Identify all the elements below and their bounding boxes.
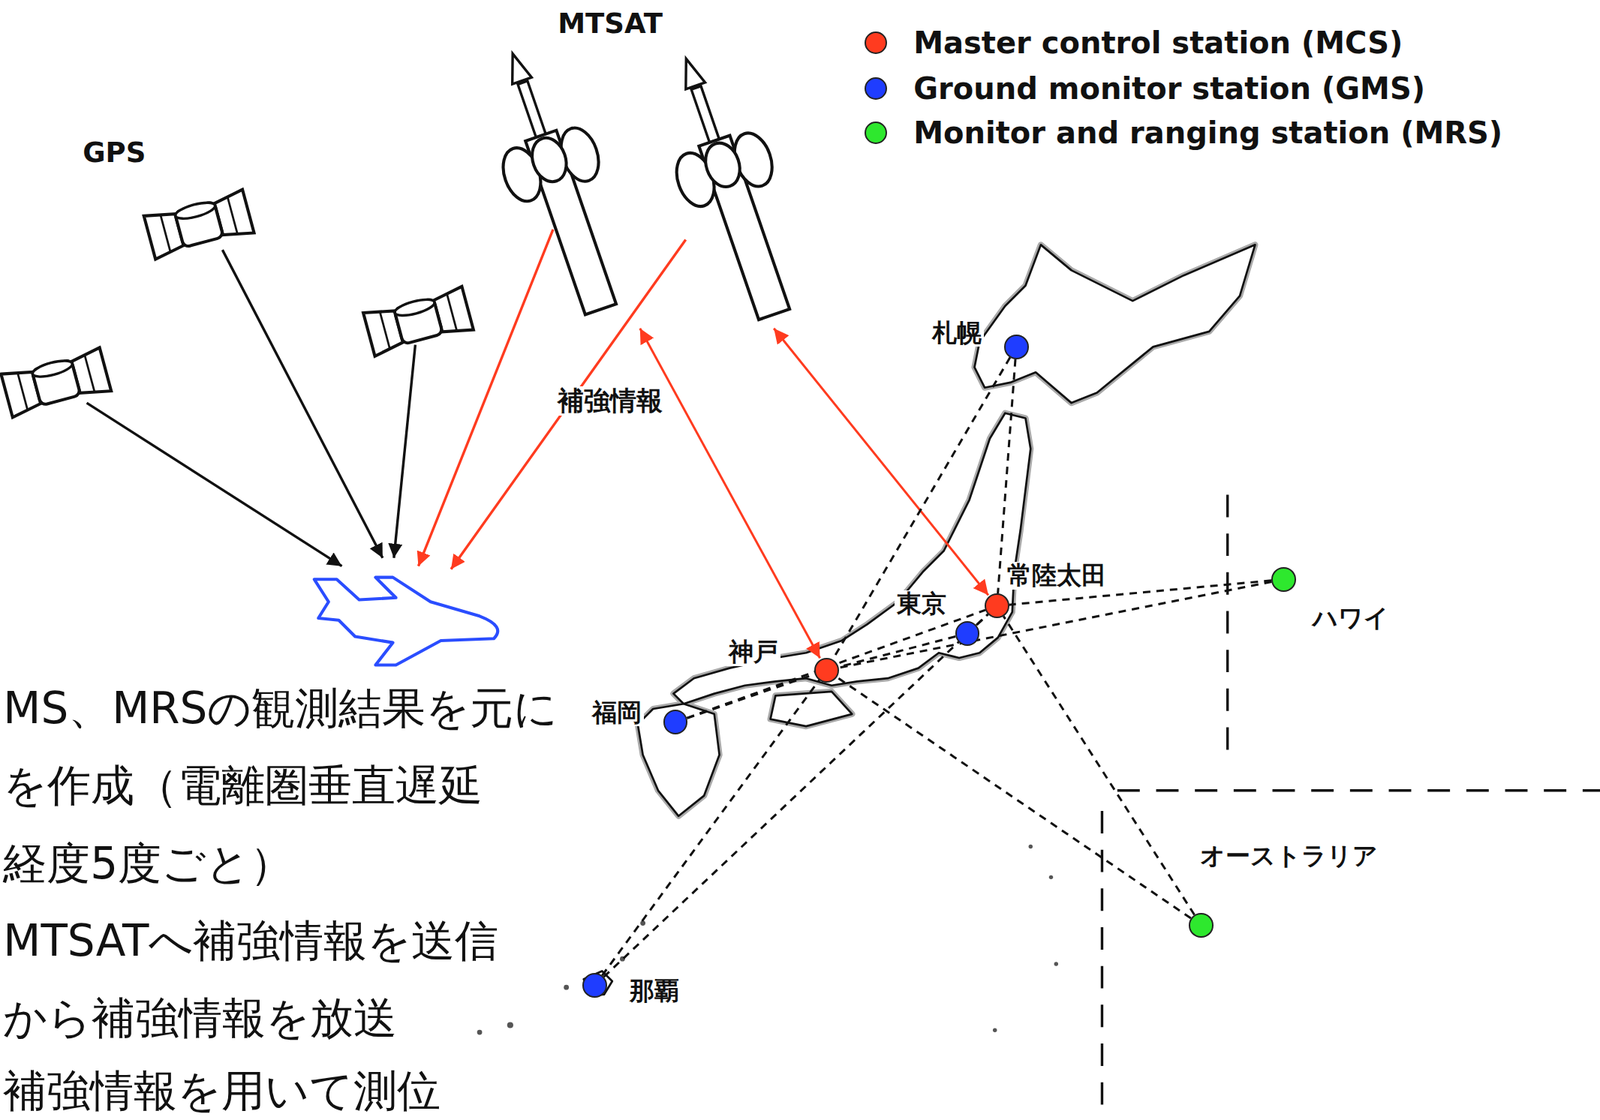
divider-line xyxy=(1226,494,1229,764)
legend-swatch xyxy=(864,121,888,145)
japan-map xyxy=(477,244,1256,1035)
island xyxy=(477,1030,483,1036)
process-note: MS、MRSの観測結果を元に xyxy=(0,685,560,734)
ground-monitor-station: 札幌 xyxy=(1004,334,1029,360)
honshu xyxy=(673,413,1031,705)
island xyxy=(1049,875,1053,880)
mtsat-signal xyxy=(451,240,686,570)
honshu-shadow xyxy=(673,413,1031,705)
island xyxy=(563,985,569,991)
station-label: 東京 xyxy=(894,590,949,618)
legend-swatch xyxy=(864,31,888,55)
legend-text: Master control station (MCS) xyxy=(911,26,1405,60)
master-control-station: 神戸 xyxy=(814,658,840,683)
monitor-ranging-station: ハワイ xyxy=(1271,567,1297,593)
station-label: ハワイ xyxy=(1310,604,1392,632)
process-note: 経度5度ごと） xyxy=(0,840,296,889)
divider-line xyxy=(1117,789,1600,792)
link-line xyxy=(686,610,986,719)
mtsat-satellites xyxy=(467,38,820,331)
shikoku xyxy=(770,691,853,727)
master-control-station: 常陸太田 xyxy=(984,593,1010,619)
link-line xyxy=(1003,616,1194,915)
process-note: MTSATへ補強情報を送信 xyxy=(0,917,501,966)
uplink-arrow xyxy=(773,328,989,596)
gps-signal xyxy=(222,249,382,559)
island xyxy=(992,1028,997,1033)
gps-satellite xyxy=(363,286,474,357)
link-line xyxy=(838,581,1272,668)
signal-arrows xyxy=(87,229,686,570)
station-label: 那覇 xyxy=(627,977,682,1005)
edge-label: 補強情報 xyxy=(555,386,665,416)
process-note: を作成（電離圏垂直遅延 xyxy=(0,762,485,811)
monitor-ranging-station: オーストラリア xyxy=(1188,913,1214,939)
hokkaido xyxy=(974,244,1256,404)
legend-text: Ground monitor station (GMS) xyxy=(911,72,1428,106)
kyushu-shadow xyxy=(637,703,720,817)
station-label: オーストラリア xyxy=(1197,842,1381,870)
island xyxy=(1028,845,1033,849)
ground-monitor-station: 東京 xyxy=(955,621,981,647)
gps-signal xyxy=(393,345,416,559)
gps-signal xyxy=(87,403,343,567)
system-name: GPS xyxy=(80,138,148,169)
ground-monitor-station: 福岡 xyxy=(663,709,689,735)
island xyxy=(507,1022,514,1029)
legend-swatch xyxy=(864,77,888,100)
link-line xyxy=(604,614,989,978)
small-islands xyxy=(477,845,1059,1036)
station-label: 福岡 xyxy=(589,699,644,727)
link-line xyxy=(836,676,1191,919)
uplink-arrow xyxy=(640,328,821,659)
process-note: 補強情報を用いて測位 xyxy=(0,1067,443,1116)
gps-satellites xyxy=(0,189,474,419)
island xyxy=(1054,962,1059,966)
mtsat-signal xyxy=(418,229,553,567)
airplane xyxy=(314,577,498,666)
ground-monitor-station: 那覇 xyxy=(582,973,608,999)
station-label: 札幌 xyxy=(929,319,984,347)
satellite-name: MTSAT xyxy=(555,9,665,40)
mtsat-satellite xyxy=(640,43,820,331)
mtsat-satellite xyxy=(467,38,647,325)
station-label: 常陸太田 xyxy=(1004,562,1109,590)
station-label: 神戸 xyxy=(726,638,781,666)
legend-text: Monitor and ranging station (MRS) xyxy=(911,116,1505,150)
shikoku-shadow xyxy=(770,691,853,727)
gps-satellite xyxy=(144,189,255,260)
hokkaido-shadow xyxy=(974,244,1256,404)
link-line xyxy=(998,359,1016,595)
link-line xyxy=(833,357,1011,660)
process-note: から補強情報を放送 xyxy=(0,995,400,1044)
satellite-group: MTSAT xyxy=(490,0,817,329)
kyushu xyxy=(637,703,720,817)
